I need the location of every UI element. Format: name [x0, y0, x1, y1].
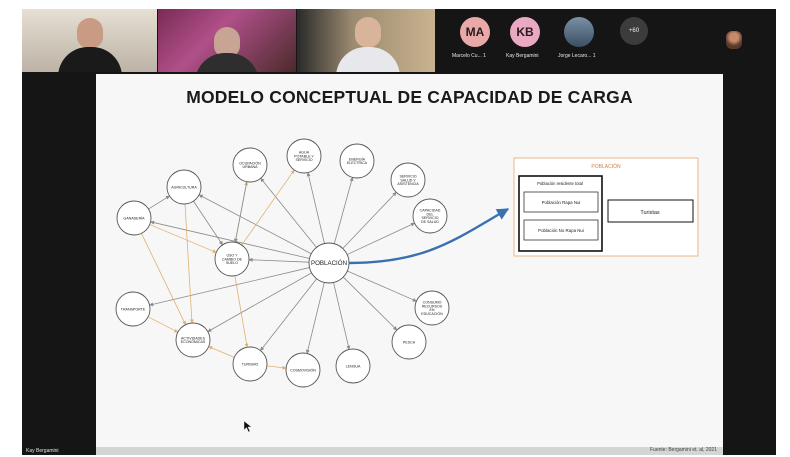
avatar-photo[interactable] [564, 17, 594, 47]
diagram-arrow [260, 278, 317, 351]
participant-face [355, 17, 381, 47]
population-panel-title: POBLACIÓN [591, 163, 621, 170]
participant-name: Kay Bergamini [506, 53, 539, 59]
presenter-name-tag: Kay Bergamini [26, 448, 59, 454]
diagram-arrow [347, 270, 417, 302]
diagram-node-label: GANADERÍA [123, 216, 145, 220]
diagram-blue-arrow [348, 207, 510, 265]
participant-body [336, 47, 400, 72]
diagram-node [335, 348, 371, 384]
diagram-node [166, 169, 202, 205]
diagram-arrow [141, 233, 186, 326]
diagram-arrow [266, 365, 287, 370]
avatar-kb[interactable]: KB [510, 17, 540, 47]
diagram-arrow [333, 177, 354, 244]
diagram-arrow [148, 195, 170, 210]
diagram-node [412, 198, 448, 234]
shared-slide: MODELO CONCEPTUAL DE CAPACIDAD DE CARGA … [96, 74, 723, 450]
source-citation: Fuente: Bergamini et. al, 2021 [650, 447, 717, 453]
diagram-node [115, 291, 151, 327]
diagram-arrow [241, 169, 295, 246]
diagram-arrow [234, 275, 249, 348]
diagram-arrow [207, 272, 312, 332]
population-item-box [523, 191, 599, 213]
meeting-window: MA Marcelo Cu... 1 KB Kay Bergamini Jorg… [22, 9, 776, 455]
diagram-node [214, 241, 250, 277]
participant-face [77, 18, 103, 48]
diagram-node [391, 324, 427, 360]
diagram-arrow [260, 177, 317, 248]
slide-title: MODELO CONCEPTUAL DE CAPACIDAD DE CARGA [186, 87, 633, 107]
diagram-arrow [184, 203, 194, 324]
tourists-label: Turistas [640, 210, 660, 216]
diagram-arrow [248, 257, 310, 263]
tourists-box [607, 199, 694, 223]
participant-body [58, 47, 122, 72]
diagram-node-label: COSMOVISIÓN [290, 367, 316, 372]
participant-video-2[interactable] [158, 9, 296, 72]
avatar-initials: MA [465, 25, 485, 39]
diagram-arrow [150, 220, 310, 259]
participant-name: Marcelo Cu... 1 [452, 53, 486, 59]
population-item-label: Población Rapa Nui [542, 200, 581, 205]
more-participants-label: +60 [628, 28, 640, 34]
diagram-node [285, 352, 321, 388]
diagram-arrow [198, 194, 312, 255]
diagram-arrow [305, 282, 325, 354]
diagram-node [232, 346, 268, 382]
diagram-center-node-label: POBLACIÓN [311, 260, 347, 267]
more-participants-button[interactable]: +60 [620, 17, 648, 45]
diagram-arrow [149, 224, 217, 253]
diagram-arrow [147, 316, 179, 333]
participant-video-3[interactable] [297, 9, 435, 72]
participant-body [195, 53, 259, 72]
diagram-node [232, 147, 268, 183]
population-item-box [523, 219, 599, 241]
slide-footer: Fuente: Bergamini et. al, 2021 [96, 447, 723, 455]
diagram-node-label: TRANSPORTE [121, 307, 146, 311]
diagram-arrow [333, 282, 351, 350]
participant-video-1[interactable] [22, 9, 157, 72]
diagram-node-label: PESCA [403, 340, 416, 344]
participant-strip: MA Marcelo Cu... 1 KB Kay Bergamini Jorg… [22, 9, 776, 72]
diagram-node [175, 322, 211, 358]
diagram-node [390, 162, 426, 198]
diagram-node-label: AGRICULTURA [171, 185, 197, 189]
diagram-arrow [208, 346, 235, 358]
participant-face [214, 27, 240, 57]
diagram-node-label: TURISMO [242, 362, 259, 366]
participant-name: Jorge Lecaro... 1 [558, 53, 596, 59]
resident-group-label: Población residente total [537, 181, 583, 186]
diagram-arrow [233, 181, 248, 243]
participant-thumbnail-icon[interactable] [726, 31, 742, 49]
avatar-initials: KB [516, 25, 534, 39]
mouse-cursor-icon [243, 420, 253, 433]
diagram-arrow [342, 192, 397, 249]
diagram-arrow [149, 267, 310, 307]
diagram-node [116, 200, 152, 236]
diagram-arrow [306, 172, 325, 244]
diagram-node [339, 143, 375, 179]
diagram-arrow [342, 276, 398, 331]
population-item-label: Población No Rapa Nui [538, 228, 584, 233]
diagram-node [286, 138, 322, 174]
avatar-ma[interactable]: MA [460, 17, 490, 47]
diagram-node [414, 290, 450, 326]
diagram-arrow [193, 200, 223, 246]
diagram-arrow [346, 222, 415, 255]
diagram-node-label: LENGUA [346, 364, 361, 368]
